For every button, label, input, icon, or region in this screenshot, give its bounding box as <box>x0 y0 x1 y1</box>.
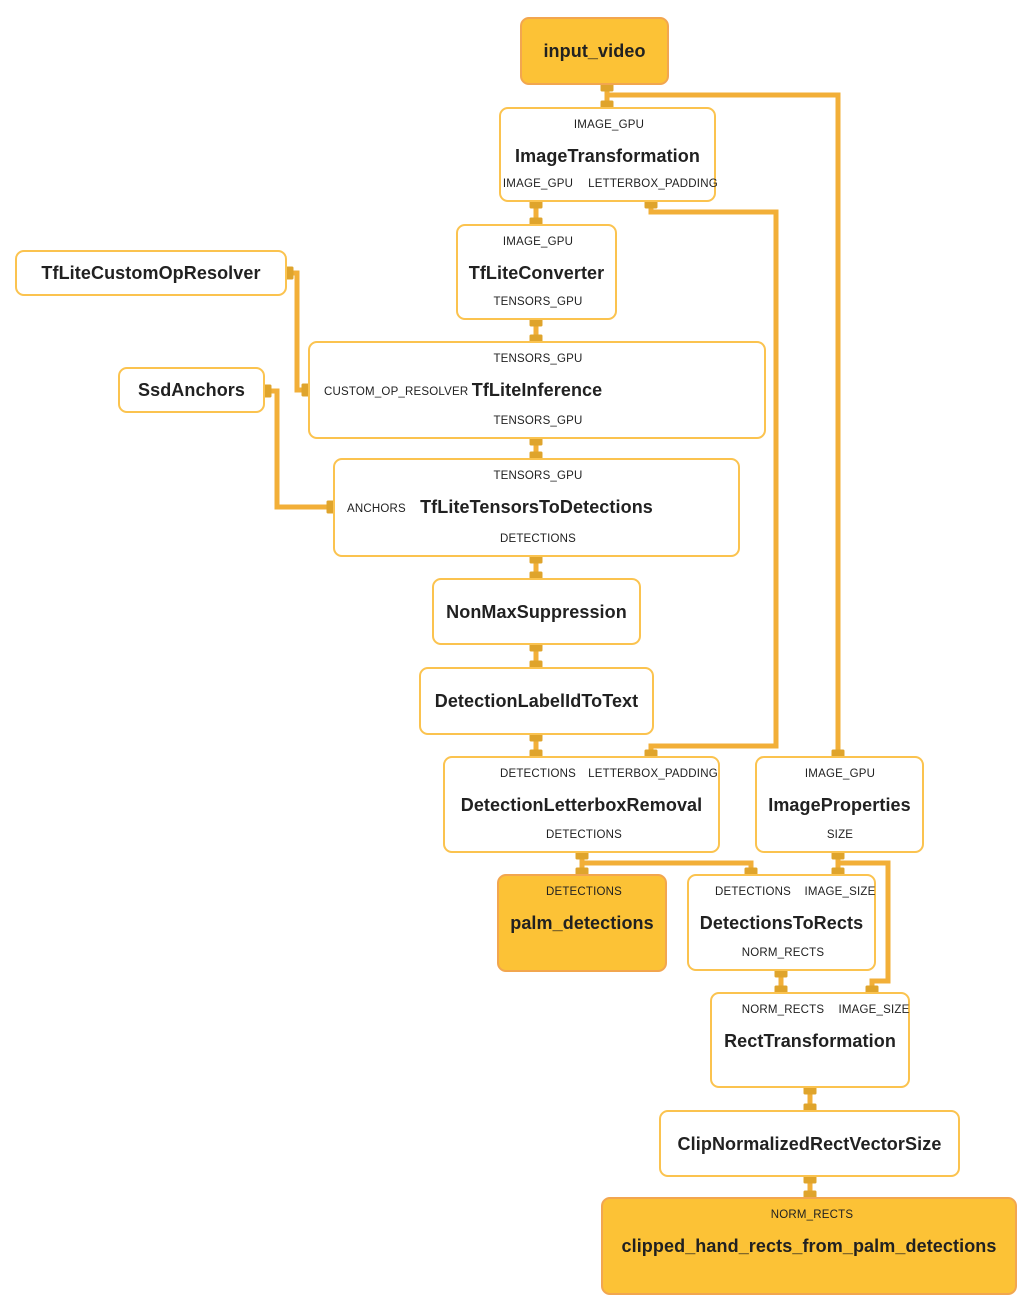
node-tflite-converter[interactable]: IMAGE_GPU TfLiteConverter TENSORS_GPU <box>456 224 617 320</box>
edge-custom-op-resolver-to-tflite-inference <box>287 270 308 393</box>
node-title: SsdAnchors <box>137 380 246 400</box>
node-title: clipped_hand_rects_from_palm_detections <box>621 1236 997 1256</box>
node-title: input_video <box>543 41 646 61</box>
port-label-detections-out: DETECTIONS <box>499 533 577 545</box>
node-ssd-anchors[interactable]: SsdAnchors <box>118 367 265 413</box>
node-tflite-inference[interactable]: TENSORS_GPU CUSTOM_OP_RESOLVER TfLiteInf… <box>308 341 766 439</box>
port-label-size-out: SIZE <box>826 829 854 841</box>
node-input-video[interactable]: input_video <box>520 17 669 85</box>
port-label-image-gpu-in: IMAGE_GPU <box>502 236 574 248</box>
port-label-norm-rects-out: NORM_RECTS <box>741 947 825 959</box>
port-label-letterbox-padding-in: LETTERBOX_PADDING <box>588 768 718 780</box>
port-label-image-gpu-in: IMAGE_GPU <box>573 119 645 131</box>
node-title: TfLiteInference <box>471 380 603 400</box>
port-label-image-gpu-in: IMAGE_GPU <box>804 768 876 780</box>
port-label-norm-rects-in: NORM_RECTS <box>770 1209 854 1221</box>
port-label-custom-op-resolver-in: CUSTOM_OP_RESOLVER <box>324 386 469 398</box>
node-title: DetectionLetterboxRemoval <box>460 795 703 815</box>
port-label-tensors-gpu-out: TENSORS_GPU <box>493 296 583 308</box>
node-title: DetectionLabelIdToText <box>434 691 639 711</box>
port-label-detections-in: DETECTIONS <box>714 886 792 898</box>
node-title: NonMaxSuppression <box>446 601 627 622</box>
port-label-detections-in: DETECTIONS <box>499 768 577 780</box>
node-rect-transformation[interactable]: NORM_RECTS IMAGE_SIZE RectTransformation <box>710 992 910 1088</box>
port-label-image-gpu-out: IMAGE_GPU <box>502 178 574 190</box>
port-label-detections-out: DETECTIONS <box>545 829 623 841</box>
edge-input-video-to-image-properties <box>607 92 841 756</box>
port-label-tensors-gpu-in: TENSORS_GPU <box>493 470 583 482</box>
node-image-transformation[interactable]: IMAGE_GPU ImageTransformation IMAGE_GPU … <box>499 107 718 202</box>
node-title: RectTransformation <box>724 1031 896 1051</box>
node-title: TfLiteConverter <box>468 263 605 283</box>
node-title: palm_detections <box>510 913 654 933</box>
port-label-tensors-gpu-in: TENSORS_GPU <box>493 353 583 365</box>
port-label-image-size-in: IMAGE_SIZE <box>804 886 876 898</box>
node-title: TfLiteCustomOpResolver <box>41 263 261 283</box>
node-detection-letterbox-removal[interactable]: DETECTIONS LETTERBOX_PADDING DetectionLe… <box>443 756 720 853</box>
port-label-norm-rects-in: NORM_RECTS <box>741 1004 825 1016</box>
node-detections-to-rects[interactable]: DETECTIONS IMAGE_SIZE DetectionsToRects … <box>687 874 876 971</box>
port-label-detections-in: DETECTIONS <box>545 886 623 898</box>
port-label-anchors-in: ANCHORS <box>347 503 406 515</box>
node-clipped-hand-rects-from-palm-detections[interactable]: NORM_RECTS clipped_hand_rects_from_palm_… <box>601 1197 1017 1295</box>
port-label-image-size-in: IMAGE_SIZE <box>838 1004 910 1016</box>
node-image-properties[interactable]: IMAGE_GPU ImageProperties SIZE <box>755 756 924 853</box>
node-title: DetectionsToRects <box>699 913 864 933</box>
node-detection-label-id-to-text[interactable]: DetectionLabelIdToText <box>419 667 654 735</box>
edge-size-to-rect-transformation <box>838 860 891 992</box>
edge-letterbox-padding-to-detection-letterbox-removal <box>648 202 779 756</box>
node-clip-normalized-rect-vector-size[interactable]: ClipNormalizedRectVectorSize <box>659 1110 960 1177</box>
node-tflite-custom-op-resolver[interactable]: TfLiteCustomOpResolver <box>15 250 287 296</box>
node-title: TfLiteTensorsToDetections <box>420 497 653 517</box>
node-title: ImageProperties <box>768 795 911 815</box>
node-title: ImageTransformation <box>515 146 700 166</box>
node-tflite-tensors-to-detections[interactable]: TENSORS_GPU ANCHORS TfLiteTensorsToDetec… <box>333 458 740 557</box>
edge-detections-to-detections-to-rects <box>582 860 754 874</box>
port-label-letterbox-padding-out: LETTERBOX_PADDING <box>588 178 718 190</box>
port-label-tensors-gpu-out: TENSORS_GPU <box>493 415 583 427</box>
node-palm-detections[interactable]: DETECTIONS palm_detections <box>497 874 667 972</box>
node-title: ClipNormalizedRectVectorSize <box>677 1133 942 1154</box>
node-non-max-suppression[interactable]: NonMaxSuppression <box>432 578 641 645</box>
